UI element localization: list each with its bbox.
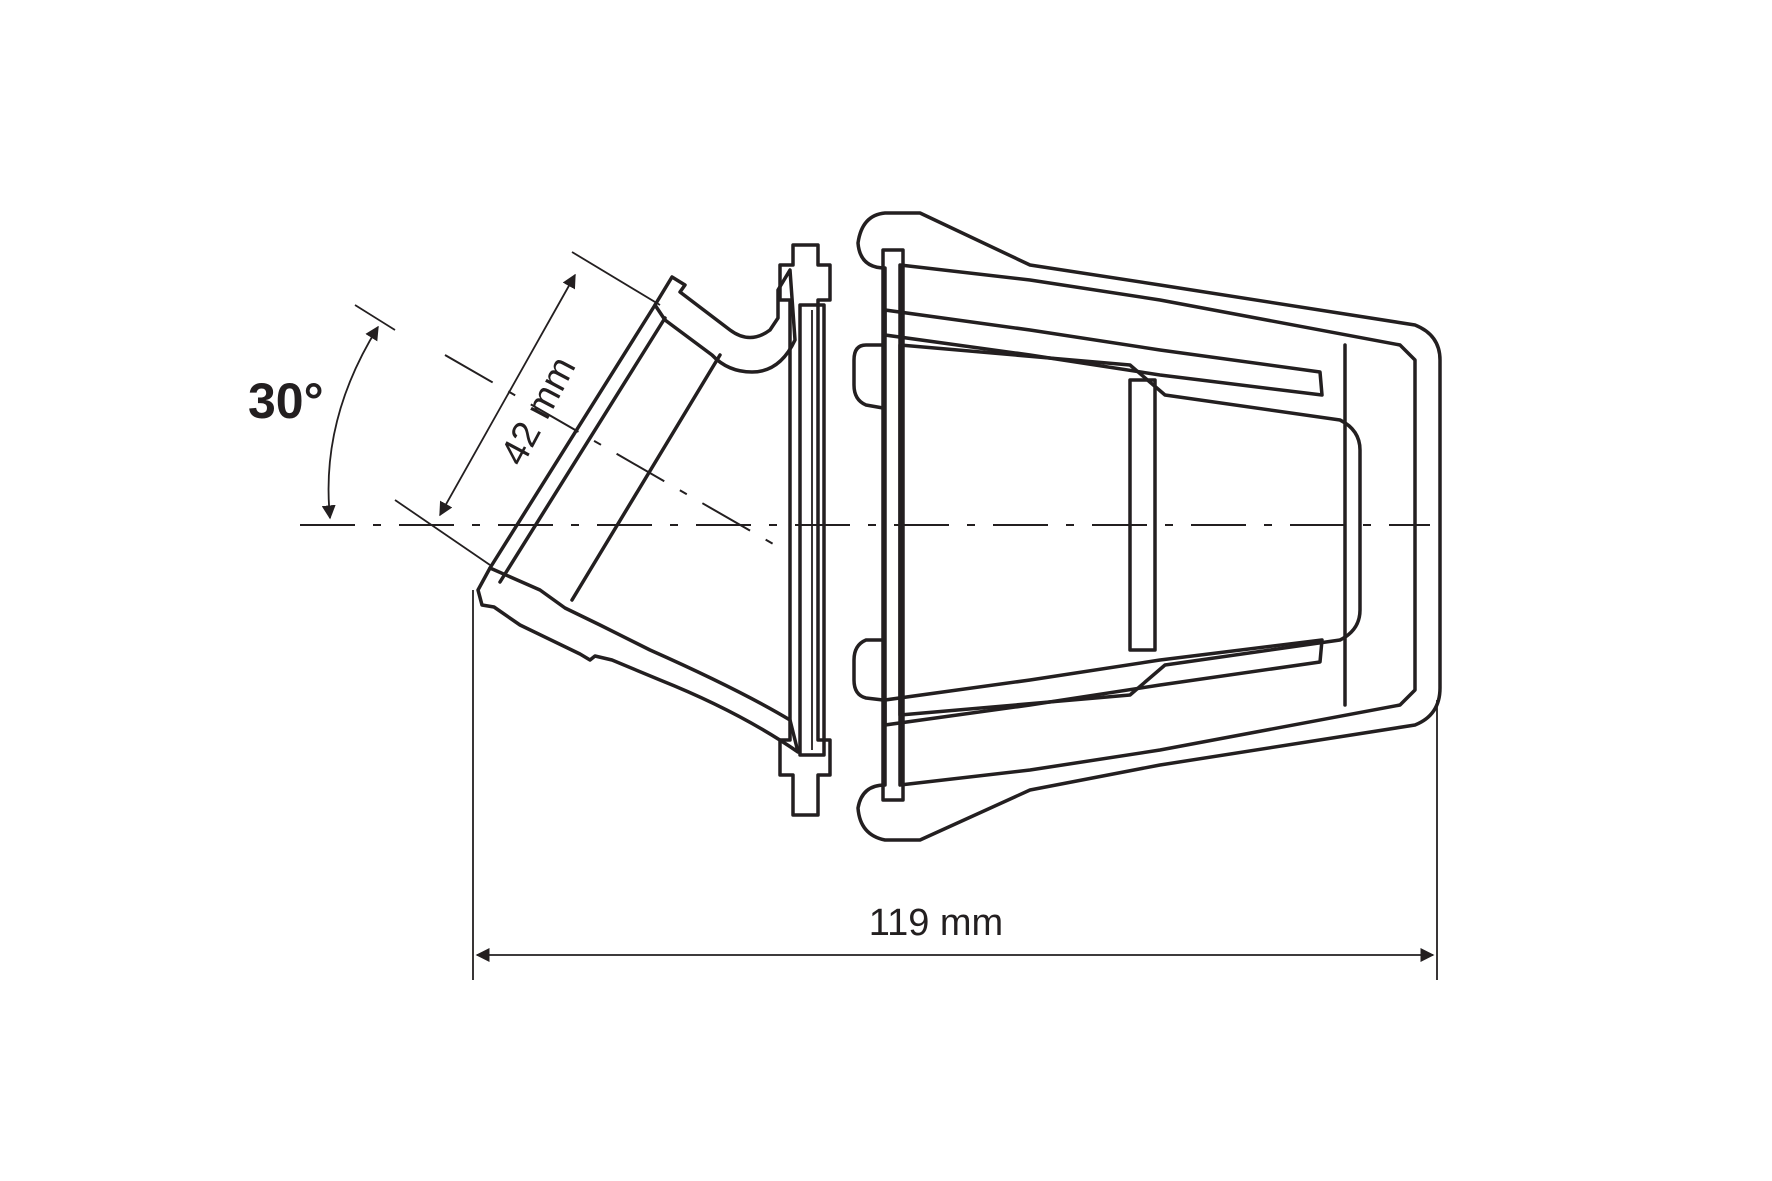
inlet-adapter: [476, 243, 832, 817]
filter-inner-step: [1128, 378, 1157, 652]
diameter-label: 42 mm: [493, 350, 585, 472]
adapter-sleeve-line-3: [498, 316, 667, 584]
inlet-centerline: [444, 354, 776, 546]
filter-inner-cavity: [898, 343, 1362, 717]
filter-body: [852, 211, 1442, 842]
angle-label: 30°: [248, 373, 324, 429]
adapter-sleeve-line-2: [570, 353, 722, 602]
filter-inner-rib-bottom: [883, 638, 1324, 727]
diameter-extension-top: [571, 251, 661, 306]
filter-inner-rib-top: [883, 308, 1324, 397]
filter-foam-element: [898, 263, 1417, 787]
adapter-upper-wall: [653, 268, 797, 374]
length-dimension: 119 mm: [472, 590, 1438, 980]
diameter-dimension-line: [439, 273, 576, 517]
filter-front-ring: [881, 248, 905, 802]
filter-clip-bottom: [852, 638, 885, 702]
adapter-flange: [778, 243, 832, 817]
length-label: 119 mm: [869, 902, 1003, 944]
angle-extension-line: [354, 304, 396, 331]
filter-outer-shell: [856, 211, 1442, 842]
angle-arc: [321, 325, 379, 520]
filter-clip-top: [852, 343, 885, 410]
adapter-lower-wall: [476, 566, 800, 754]
adapter-flange-gasket: [798, 303, 826, 757]
angle-dimension: 30°: [248, 304, 396, 520]
diameter-extension-bottom: [394, 499, 491, 566]
